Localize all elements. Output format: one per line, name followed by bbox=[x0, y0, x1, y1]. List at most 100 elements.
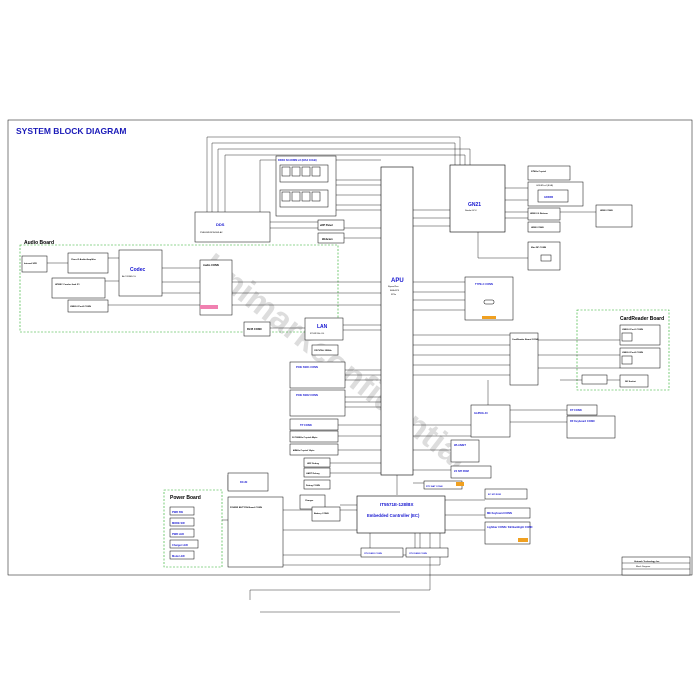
hdmi-out-label: HDMI CONN bbox=[600, 210, 613, 212]
ec-block bbox=[356, 495, 446, 534]
ddr-label: DDR4 SO-DIMM x2 (MAX 16GB) bbox=[278, 158, 317, 162]
crystal-48m-block bbox=[289, 443, 339, 456]
usb-p2-label: USB2.0 Port2 CONN bbox=[70, 305, 91, 308]
ssd1-label: PCIE SSD1 CONN bbox=[296, 365, 318, 369]
power-button-label: POWER BUTTON Board CONN bbox=[230, 507, 262, 509]
pwr-led-block bbox=[169, 528, 195, 538]
usb3-p2-label: USB3.0 Port2 CONN bbox=[622, 351, 643, 354]
audio-board-label: Audio Board bbox=[24, 240, 54, 246]
mode-sw-block bbox=[169, 517, 195, 527]
audio-conn-label: Audio CONN bbox=[203, 263, 219, 267]
battery-label: Battery CONN bbox=[314, 512, 329, 515]
crystal-lan-block bbox=[311, 344, 339, 356]
dcin-label: DC-IN bbox=[240, 480, 247, 484]
dcin-block bbox=[227, 472, 269, 492]
ec-spi-label: EC SPI ROM bbox=[488, 494, 501, 496]
pwr-led-label: PWR LED bbox=[172, 532, 184, 536]
codec-name: Codec bbox=[130, 267, 146, 273]
rtc-label: RTC BAT CONN bbox=[426, 485, 443, 488]
lightbar-orange-pad bbox=[518, 538, 528, 542]
dds-sub: PS8409/EDP/HDMI-A2 bbox=[200, 231, 223, 234]
sheet-border bbox=[7, 119, 693, 576]
lan-name: LAN bbox=[317, 324, 328, 330]
mode-led-block bbox=[169, 550, 195, 560]
mini-dp-port-icon bbox=[540, 254, 552, 262]
mode-led-label: Mode LED bbox=[172, 554, 185, 558]
debug-label: Debug CONN bbox=[306, 485, 320, 487]
crystal-27m-block bbox=[527, 165, 571, 181]
sd-ctrl-block bbox=[581, 374, 608, 385]
charger-label: Charger bbox=[305, 500, 314, 502]
hdmi-retimer-label: HDMI 2.0 Retimer bbox=[530, 212, 548, 215]
gpu-fan-label: CPU FAN2 CONN bbox=[409, 552, 427, 555]
typec-port-icon bbox=[483, 299, 495, 305]
rj45-label: RJ45 CONN bbox=[247, 327, 262, 331]
usb-p2-block bbox=[67, 299, 109, 313]
charger-led-label: Charger LED bbox=[172, 543, 188, 547]
usb-ctrl-label: GL850G-40 bbox=[474, 411, 488, 415]
rf-keyboard-label: RF Keyboard CONN bbox=[570, 419, 595, 423]
cpu-fan-block bbox=[360, 547, 404, 558]
ec-spi-block bbox=[484, 488, 528, 500]
lan-sub: RTL8111H-CG bbox=[310, 333, 325, 335]
power-button-block bbox=[227, 496, 284, 568]
hdmi-retimer-block bbox=[527, 207, 561, 221]
ssd1-block bbox=[289, 361, 346, 389]
crystal-32k-label: 32.768KHz Crystal 48pin bbox=[292, 436, 318, 439]
edp-block bbox=[317, 219, 345, 231]
gpu-fan-block bbox=[405, 547, 449, 558]
dds-block bbox=[194, 211, 271, 243]
crystal-32k-block bbox=[289, 430, 339, 443]
mini-dp-block bbox=[527, 241, 561, 271]
title-block bbox=[621, 556, 691, 576]
crystal-27m-label: 27MHz Crystal bbox=[531, 170, 546, 173]
typec-orange-pad bbox=[482, 316, 496, 319]
codec-sub: ALC269M-CG bbox=[122, 275, 136, 278]
usb3-p1-port-icon bbox=[621, 332, 633, 342]
me-keyboard-block bbox=[484, 507, 531, 519]
codec-block bbox=[118, 249, 163, 297]
gpu-sub: Nvidia GPU bbox=[465, 210, 477, 212]
speaker-block bbox=[21, 255, 48, 273]
gpu-name: GN21 bbox=[468, 202, 481, 208]
gddr-label: GDDR6 bbox=[544, 195, 554, 199]
pwr-sw-label: PWR SW bbox=[172, 510, 184, 514]
apu-sub1: Ryzen/Zen bbox=[388, 286, 399, 288]
cardreader-board-label: CardReader Board bbox=[620, 316, 664, 322]
uart-block bbox=[303, 467, 331, 478]
mini-dp-label: Mini DP CONN bbox=[531, 247, 546, 249]
webcam-label: Webcam bbox=[322, 237, 333, 241]
power-board-label: Power Board bbox=[170, 495, 201, 501]
apu-name: APU bbox=[391, 278, 404, 284]
apu-block bbox=[380, 166, 414, 476]
hdmi-conn-label: HDMI CONN bbox=[531, 227, 544, 229]
wlan-block bbox=[450, 439, 480, 463]
ddr-modules bbox=[279, 164, 329, 208]
lan-block bbox=[304, 317, 344, 341]
ec-sub: Embedded Controller (EC) bbox=[367, 513, 420, 518]
usb-ctrl-block bbox=[470, 404, 511, 438]
debug-block bbox=[303, 479, 331, 490]
spi-rom-label: 2X SPI ROM bbox=[454, 469, 469, 473]
ssd2-block bbox=[289, 389, 346, 417]
audio-conn-pink-pad bbox=[200, 305, 218, 309]
audio-board-group bbox=[19, 244, 339, 333]
ec-name: IT5571E-128/BX bbox=[380, 502, 414, 507]
apu-sub3: FP5x bbox=[391, 294, 397, 296]
typec-label: TYPE-C CONN bbox=[475, 282, 493, 286]
usb3-p1-block bbox=[619, 324, 661, 346]
apu-sub2: BGA FP5 bbox=[390, 289, 400, 292]
tp-block bbox=[289, 418, 339, 431]
speaker-label: Internal SPK bbox=[24, 262, 37, 265]
power-board-buttons: PWR SW MODE SW PWR LED Charger LED Mode … bbox=[169, 506, 199, 560]
hdd-debug-label: HDF Debug bbox=[307, 463, 320, 465]
mode-sw-label: MODE SW bbox=[172, 521, 185, 525]
title-block-doc: Block Diagram bbox=[636, 565, 650, 568]
usb3-p2-block bbox=[619, 347, 661, 369]
hdd-debug-block bbox=[303, 457, 331, 468]
gddr-inner bbox=[537, 189, 569, 203]
usb3-p1-label: USB3.0 Port1 CONN bbox=[622, 328, 643, 331]
charger-led-block bbox=[169, 539, 199, 549]
wiring bbox=[47, 136, 620, 613]
hdmi-conn-block bbox=[527, 221, 561, 233]
